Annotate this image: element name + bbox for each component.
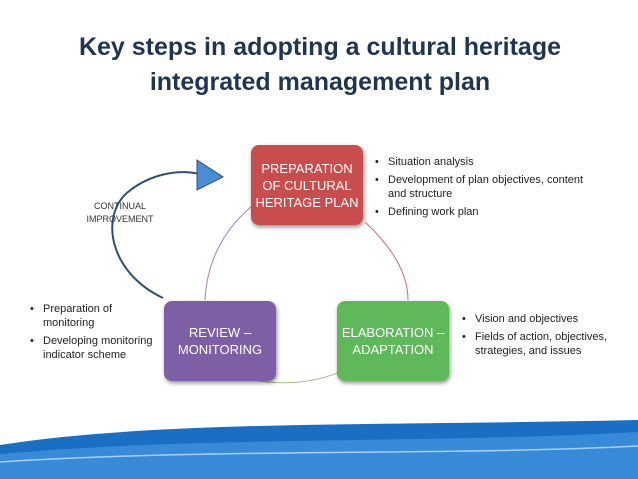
page-title: Key steps in adopting a cultural heritag… bbox=[40, 30, 600, 100]
list-item: Fields of action, objectives, strategies… bbox=[459, 330, 609, 358]
continual-improvement-arrowhead bbox=[196, 159, 225, 191]
list-item: Developing monitoring indicator scheme bbox=[27, 334, 162, 362]
review-bullet-list: Preparation of monitoring Developing mon… bbox=[27, 302, 162, 366]
footer-wave-highlight bbox=[0, 445, 638, 463]
continual-improvement-label: CONTINUAL IMPROVEMENT bbox=[86, 201, 154, 224]
title-line-1: Key steps in adopting a cultural heritag… bbox=[78, 33, 562, 61]
list-item: Situation analysis bbox=[372, 155, 602, 169]
step-review-box: REVIEW – MONITORING bbox=[164, 301, 276, 381]
list-item: Development of plan objectives, content … bbox=[372, 173, 602, 201]
list-item: Vision and objectives bbox=[459, 312, 609, 326]
elaboration-bullet-list: Vision and objectives Fields of action, … bbox=[459, 312, 609, 362]
cycle-arc-review-to-prep bbox=[204, 205, 253, 301]
cycle-arc-prep-to-elab bbox=[364, 221, 409, 301]
footer-wave-light bbox=[0, 432, 638, 479]
step-preparation-box: PREPARATION OF CULTURAL HERITAGE PLAN bbox=[251, 145, 363, 225]
list-item: Preparation of monitoring bbox=[27, 302, 162, 330]
continual-improvement-arrow bbox=[111, 171, 201, 299]
title-line-2: integrated management plan bbox=[149, 68, 491, 96]
list-item: Defining work plan bbox=[372, 205, 602, 219]
step-elaboration-box: ELABORATION – ADAPTATION bbox=[337, 301, 449, 381]
preparation-bullet-list: Situation analysis Development of plan o… bbox=[372, 155, 602, 223]
